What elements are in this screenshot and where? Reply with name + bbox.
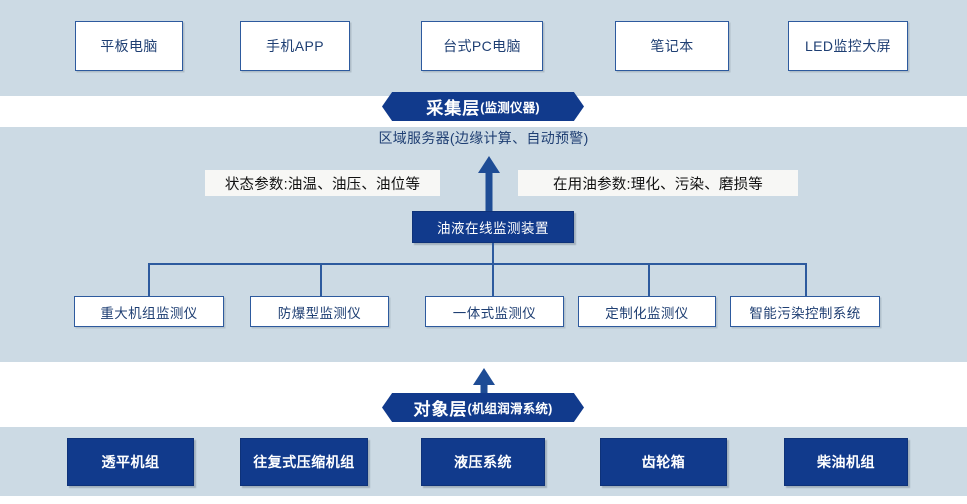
tree-drop-connector-1 [148, 263, 150, 296]
tree-drop-connector-4 [648, 263, 650, 296]
device-label: 智能污染控制系统 [749, 305, 861, 321]
terminal-box-desktop-pc[interactable]: 台式PC电脑 [421, 21, 543, 71]
terminal-label: 手机APP [265, 38, 324, 54]
arrow-up-to-collection-icon [469, 368, 499, 397]
arrow-up-to-server-icon [474, 156, 504, 212]
tree-horizontal-connector [148, 263, 807, 265]
regional-server-label: 区域服务器(边缘计算、自动预警) [378, 130, 589, 146]
equipment-label: 往复式压缩机组 [253, 454, 355, 470]
object-banner-subtitle: (机组润滑系统) [467, 402, 553, 416]
device-box-smart-contamination-control[interactable]: 智能污染控制系统 [730, 296, 880, 327]
equipment-box-gearbox[interactable]: 齿轮箱 [600, 438, 727, 486]
device-label: 一体式监测仪 [452, 305, 537, 321]
object-layer-banner: 对象层 (机组润滑系统) [382, 393, 584, 422]
terminal-box-led-screen[interactable]: LED监控大屏 [788, 21, 908, 71]
device-box-customized-monitor[interactable]: 定制化监测仪 [578, 296, 716, 327]
terminal-box-laptop[interactable]: 笔记本 [615, 21, 729, 71]
collection-banner-title: 采集层 [426, 99, 481, 118]
state-parameters-label: 状态参数:油温、油压、油位等 [205, 170, 440, 196]
equipment-label: 齿轮箱 [641, 454, 686, 470]
oil-online-monitoring-device-box[interactable]: 油液在线监测装置 [412, 211, 574, 243]
device-label: 重大机组监测仪 [100, 305, 198, 321]
terminal-box-mobile-app[interactable]: 手机APP [240, 21, 350, 71]
tree-stem-connector [492, 243, 494, 264]
equipment-label: 透平机组 [101, 454, 160, 470]
tree-drop-connector-3 [492, 263, 494, 296]
equipment-box-turbine-unit[interactable]: 透平机组 [67, 438, 194, 486]
equipment-label: 液压系统 [454, 454, 512, 470]
device-label: 定制化监测仪 [605, 305, 689, 321]
device-box-integrated-monitor[interactable]: 一体式监测仪 [425, 296, 564, 327]
collection-banner-subtitle: (监测仪器) [480, 101, 540, 115]
device-box-explosion-proof-monitor[interactable]: 防爆型监测仪 [250, 296, 389, 327]
terminal-label: LED监控大屏 [804, 38, 892, 54]
terminal-label: 台式PC电脑 [443, 38, 521, 54]
device-label: 防爆型监测仪 [277, 305, 362, 321]
tree-drop-connector-5 [805, 263, 807, 296]
equipment-box-hydraulic-system[interactable]: 液压系统 [421, 438, 545, 486]
terminal-label: 笔记本 [650, 38, 694, 54]
equipment-box-diesel-unit[interactable]: 柴油机组 [784, 438, 908, 486]
object-banner-title: 对象层 [413, 400, 468, 419]
equipment-label: 柴油机组 [817, 454, 875, 470]
in-use-oil-parameters-label: 在用油参数:理化、污染、磨损等 [518, 170, 798, 196]
device-main-label: 油液在线监测装置 [437, 221, 549, 236]
device-box-major-unit-monitor[interactable]: 重大机组监测仪 [74, 296, 224, 327]
terminal-label: 平板电脑 [100, 38, 158, 54]
collection-layer-banner: 采集层(监测仪器) [382, 92, 584, 121]
terminal-box-tablet[interactable]: 平板电脑 [75, 21, 183, 71]
equipment-box-reciprocating-compressor-unit[interactable]: 往复式压缩机组 [240, 438, 368, 486]
tree-drop-connector-2 [320, 263, 322, 296]
